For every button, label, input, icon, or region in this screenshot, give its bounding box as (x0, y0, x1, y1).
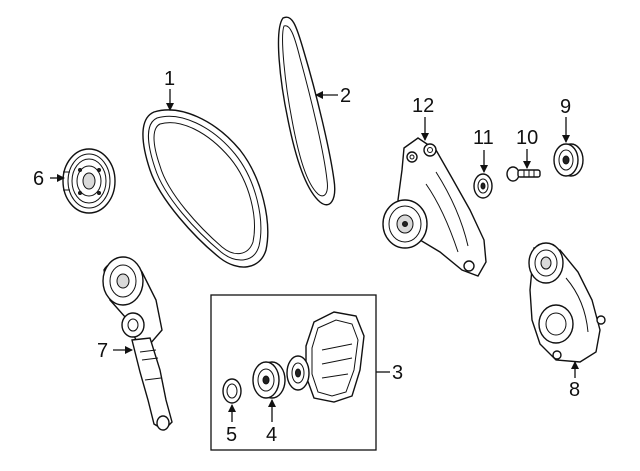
belt-tensioner-right (528, 242, 606, 363)
leader-lines (50, 89, 579, 422)
tensioner-pulley (252, 361, 286, 399)
callout-7: 7 (97, 340, 108, 362)
crankshaft-pulley (62, 148, 116, 214)
callout-3: 3 (392, 362, 403, 384)
callout-6: 6 (33, 168, 44, 190)
idler-pulley (553, 143, 584, 177)
callout-12: 12 (412, 95, 434, 117)
callout-10: 10 (516, 127, 538, 149)
callout-4: 4 (266, 424, 277, 446)
serpentine-belt (142, 109, 269, 268)
tensioner-bracket (286, 311, 365, 403)
water-pump (382, 137, 487, 277)
bolt (506, 166, 541, 182)
callout-11: 11 (473, 127, 494, 149)
idler-washer (473, 173, 493, 199)
callout-5: 5 (226, 424, 237, 446)
callout-9: 9 (560, 96, 571, 118)
callout-labels: 1 2 3 4 5 6 7 8 9 10 11 12 (33, 68, 580, 446)
accessory-belt (277, 16, 336, 206)
callout-1: 1 (164, 68, 175, 90)
dust-cap (222, 378, 242, 404)
belt-tensioner-left (102, 256, 173, 431)
callout-2: 2 (340, 85, 351, 107)
callout-8: 8 (569, 379, 580, 401)
